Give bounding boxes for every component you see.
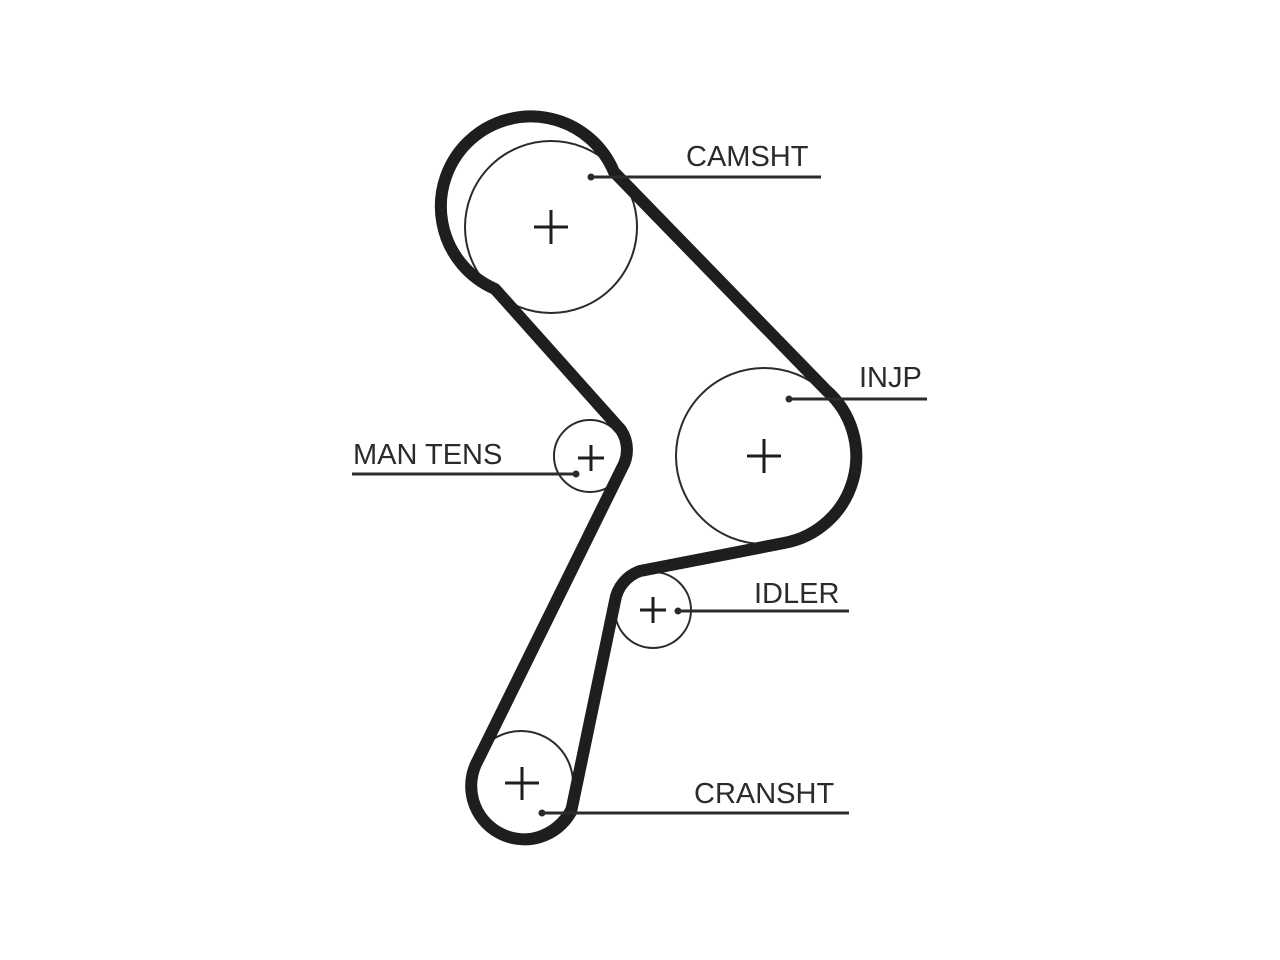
manual-tensioner-leader: [352, 470, 580, 478]
injection-pump-label: INJP: [859, 362, 922, 394]
camshaft-pulley: [464, 140, 638, 314]
crankshaft-leader: [538, 809, 849, 817]
timing-belt: [434, 110, 863, 846]
crankshaft-label: CRANSHT: [694, 778, 834, 810]
injection-pump-leader: [785, 395, 927, 403]
camshaft-label: CAMSHT: [686, 141, 809, 173]
idler-leader: [674, 607, 849, 615]
camshaft-leader: [587, 173, 821, 181]
idler-label: IDLER: [754, 578, 839, 610]
manual-tensioner-label: MAN TENS: [353, 439, 502, 471]
